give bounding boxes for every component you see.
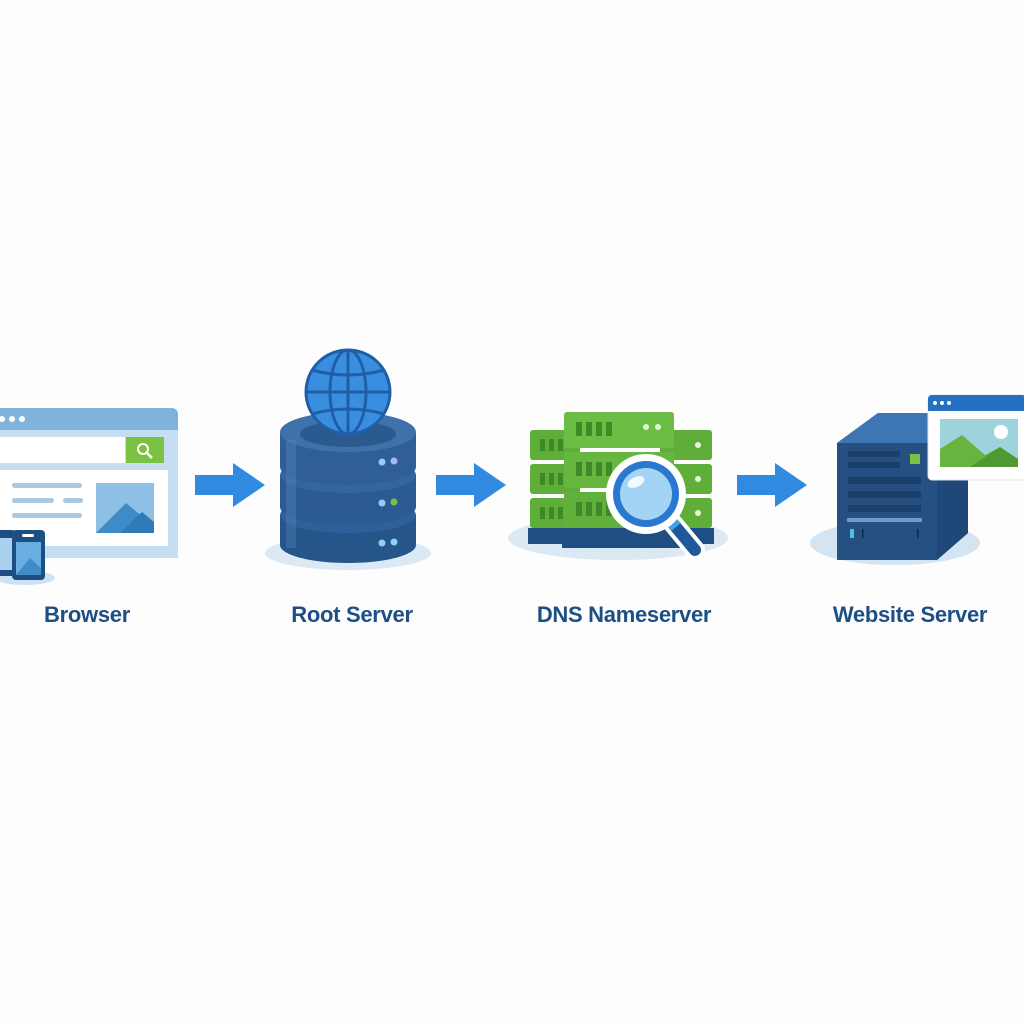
webpage-window-icon bbox=[927, 394, 1024, 481]
server-tower-webpage-icon bbox=[810, 394, 1024, 565]
node-label-browser: Browser bbox=[44, 602, 130, 627]
arrow-right-icon bbox=[737, 463, 807, 507]
arrow-right-icon bbox=[195, 463, 265, 507]
magnifier-icon bbox=[606, 454, 705, 560]
server-rack-magnifier-icon bbox=[508, 412, 728, 560]
browser-window-icon bbox=[0, 408, 178, 585]
database-globe-icon bbox=[265, 348, 431, 570]
node-label-website-server: Website Server bbox=[832, 602, 988, 627]
globe-icon bbox=[304, 348, 392, 436]
search-button bbox=[126, 437, 164, 463]
arrow-right-icon bbox=[436, 463, 506, 507]
node-label-root-server: Root Server bbox=[291, 602, 413, 627]
node-label-dns-nameserver: DNS Nameserver bbox=[536, 602, 712, 627]
